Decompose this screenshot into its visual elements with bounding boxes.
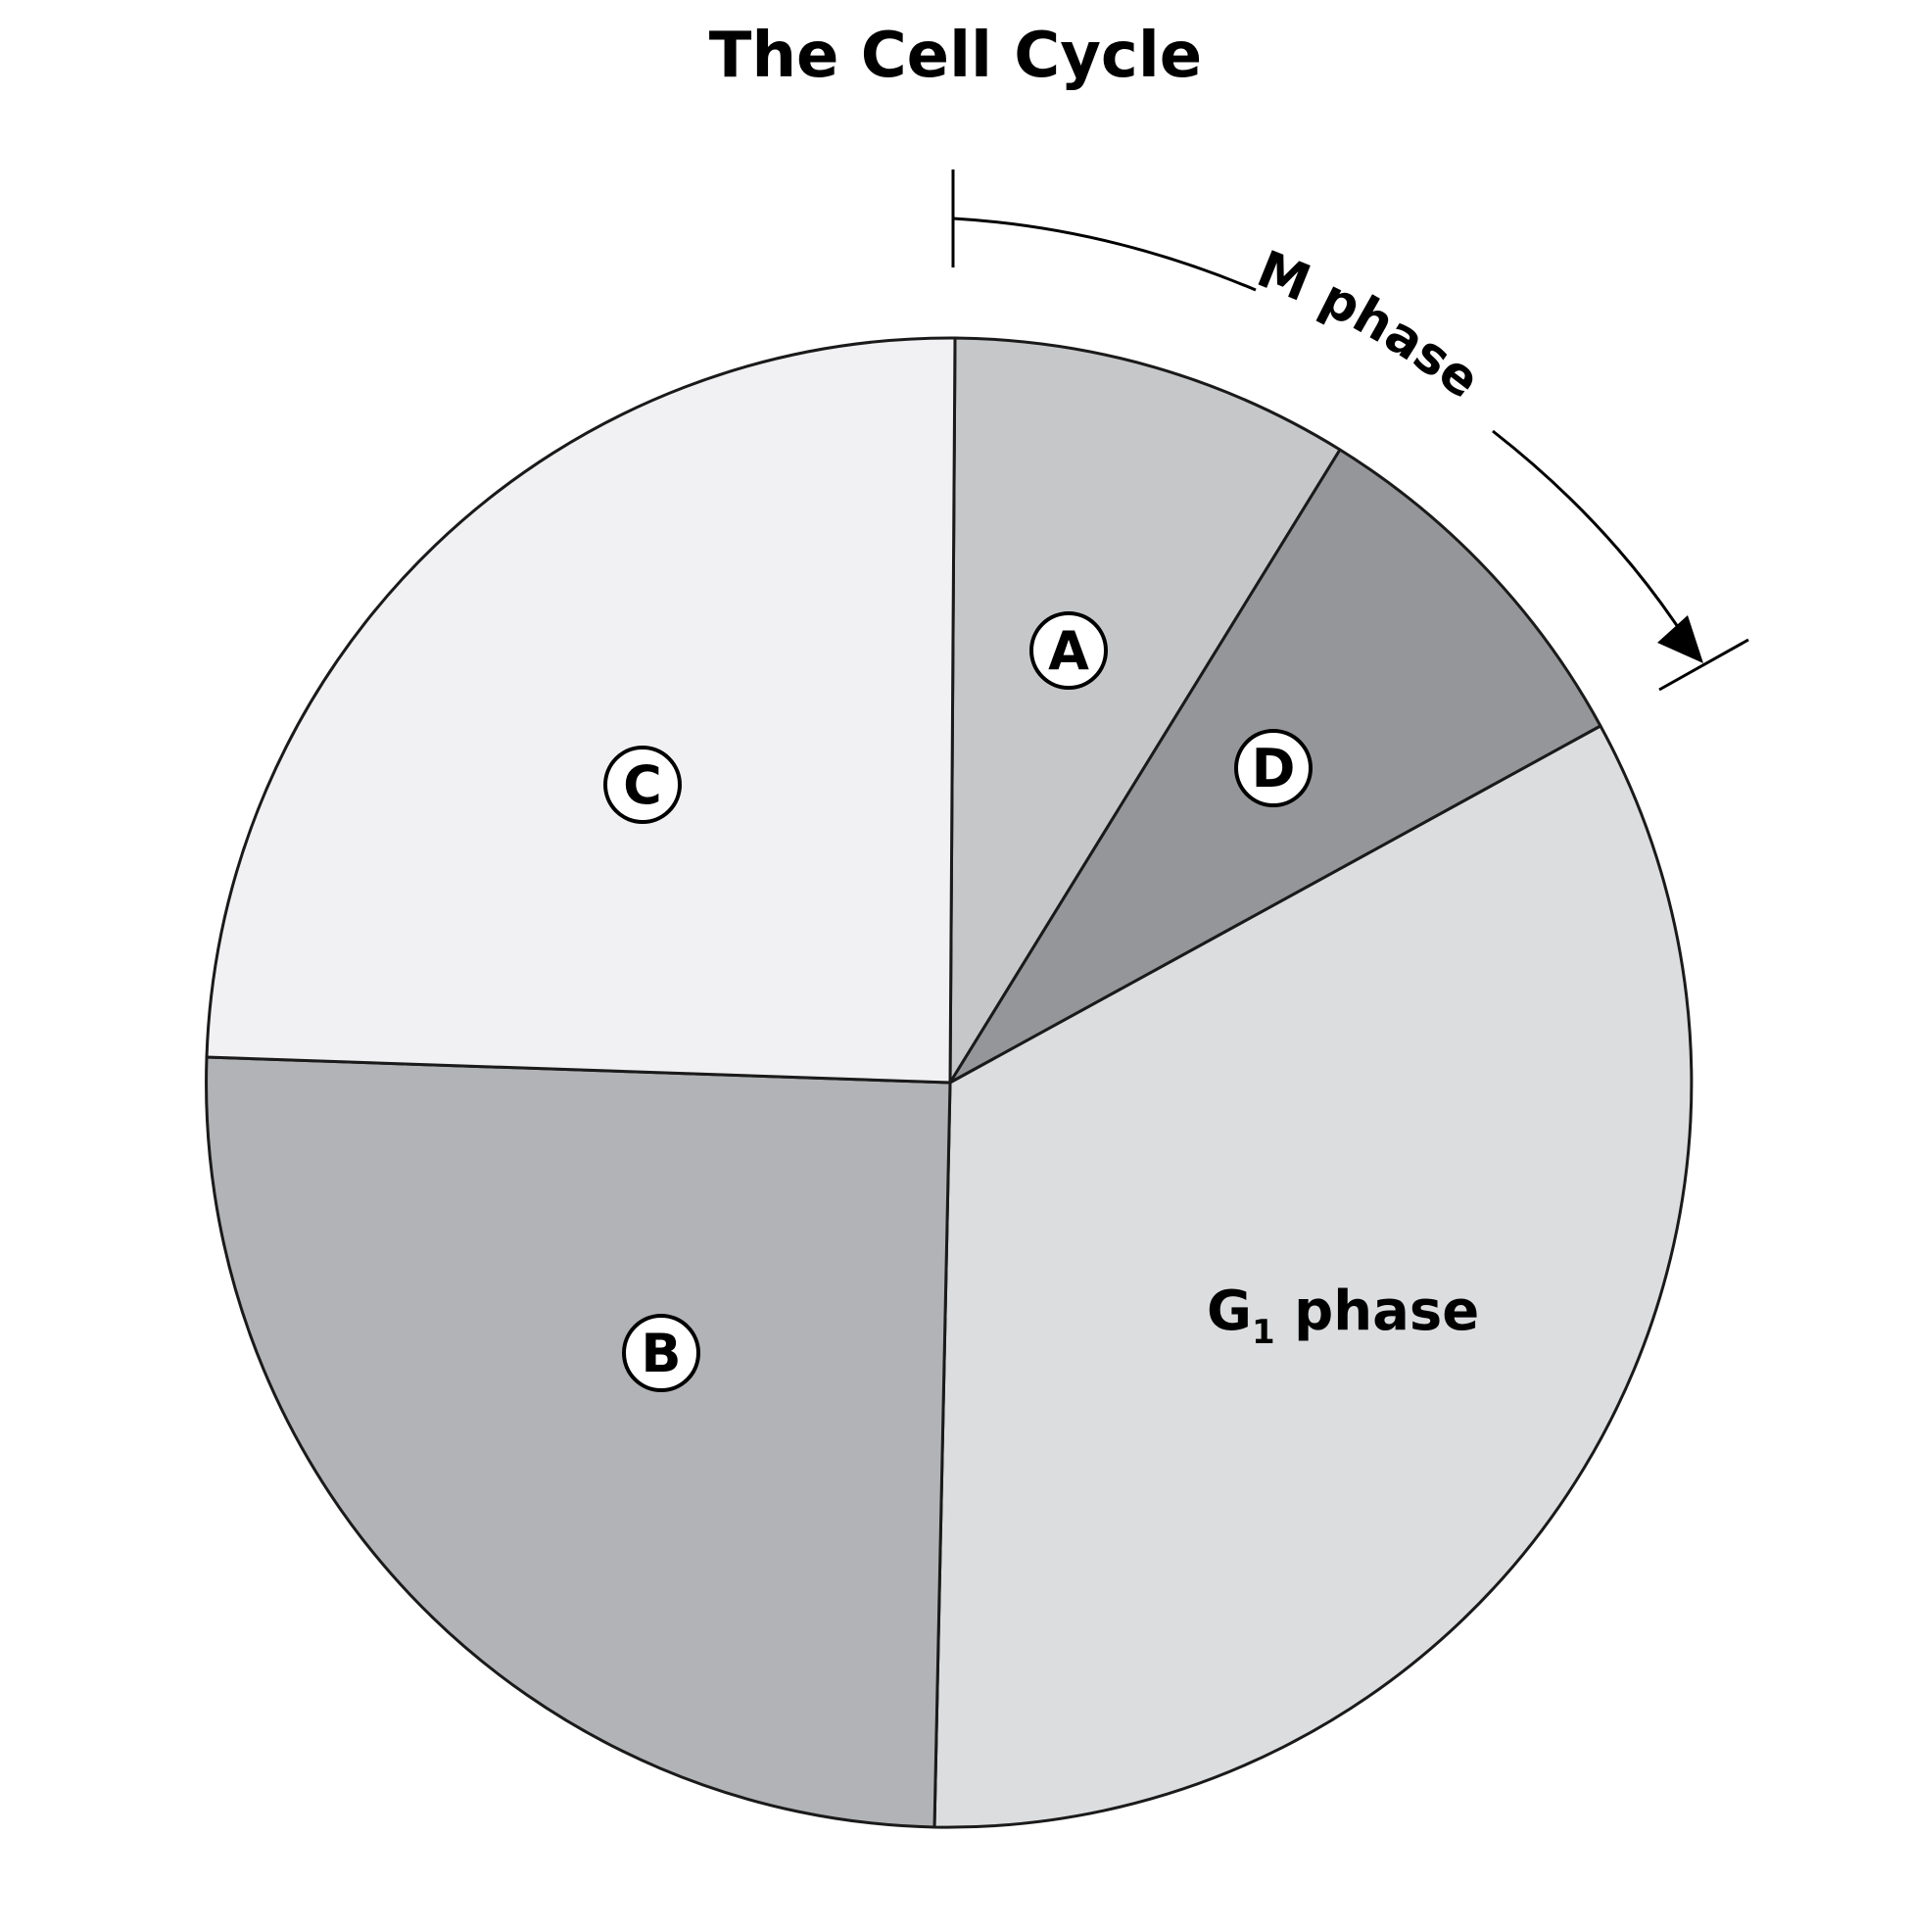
label-c-badge: C [603, 746, 682, 824]
label-a-badge: A [1029, 611, 1108, 690]
segment-c [205, 336, 957, 1085]
g1-phase-label: G1 phase [1207, 1280, 1479, 1352]
label-a: A [1048, 620, 1089, 682]
segment-b [205, 1055, 952, 1829]
g1-label-sub: 1 [1252, 1313, 1275, 1352]
m-phase-end-tick [1658, 638, 1749, 692]
label-b: B [641, 1323, 681, 1384]
label-d-badge: D [1234, 729, 1313, 807]
g1-label-main: G [1207, 1280, 1252, 1343]
m-phase-arc-upper [952, 217, 1257, 292]
g1-label-rest: phase [1275, 1280, 1480, 1343]
segment-a [948, 336, 1342, 1085]
page-title: The Cell Cycle [708, 20, 1203, 92]
label-b-badge: B [622, 1314, 700, 1392]
m-phase-arrowhead-icon [1657, 615, 1703, 663]
segment-g1 [932, 724, 1694, 1829]
m-phase-label: M phase [1249, 240, 1490, 411]
m-phase-arc-lower [1492, 429, 1686, 637]
label-d: D [1252, 738, 1296, 799]
label-c: C [623, 754, 662, 816]
